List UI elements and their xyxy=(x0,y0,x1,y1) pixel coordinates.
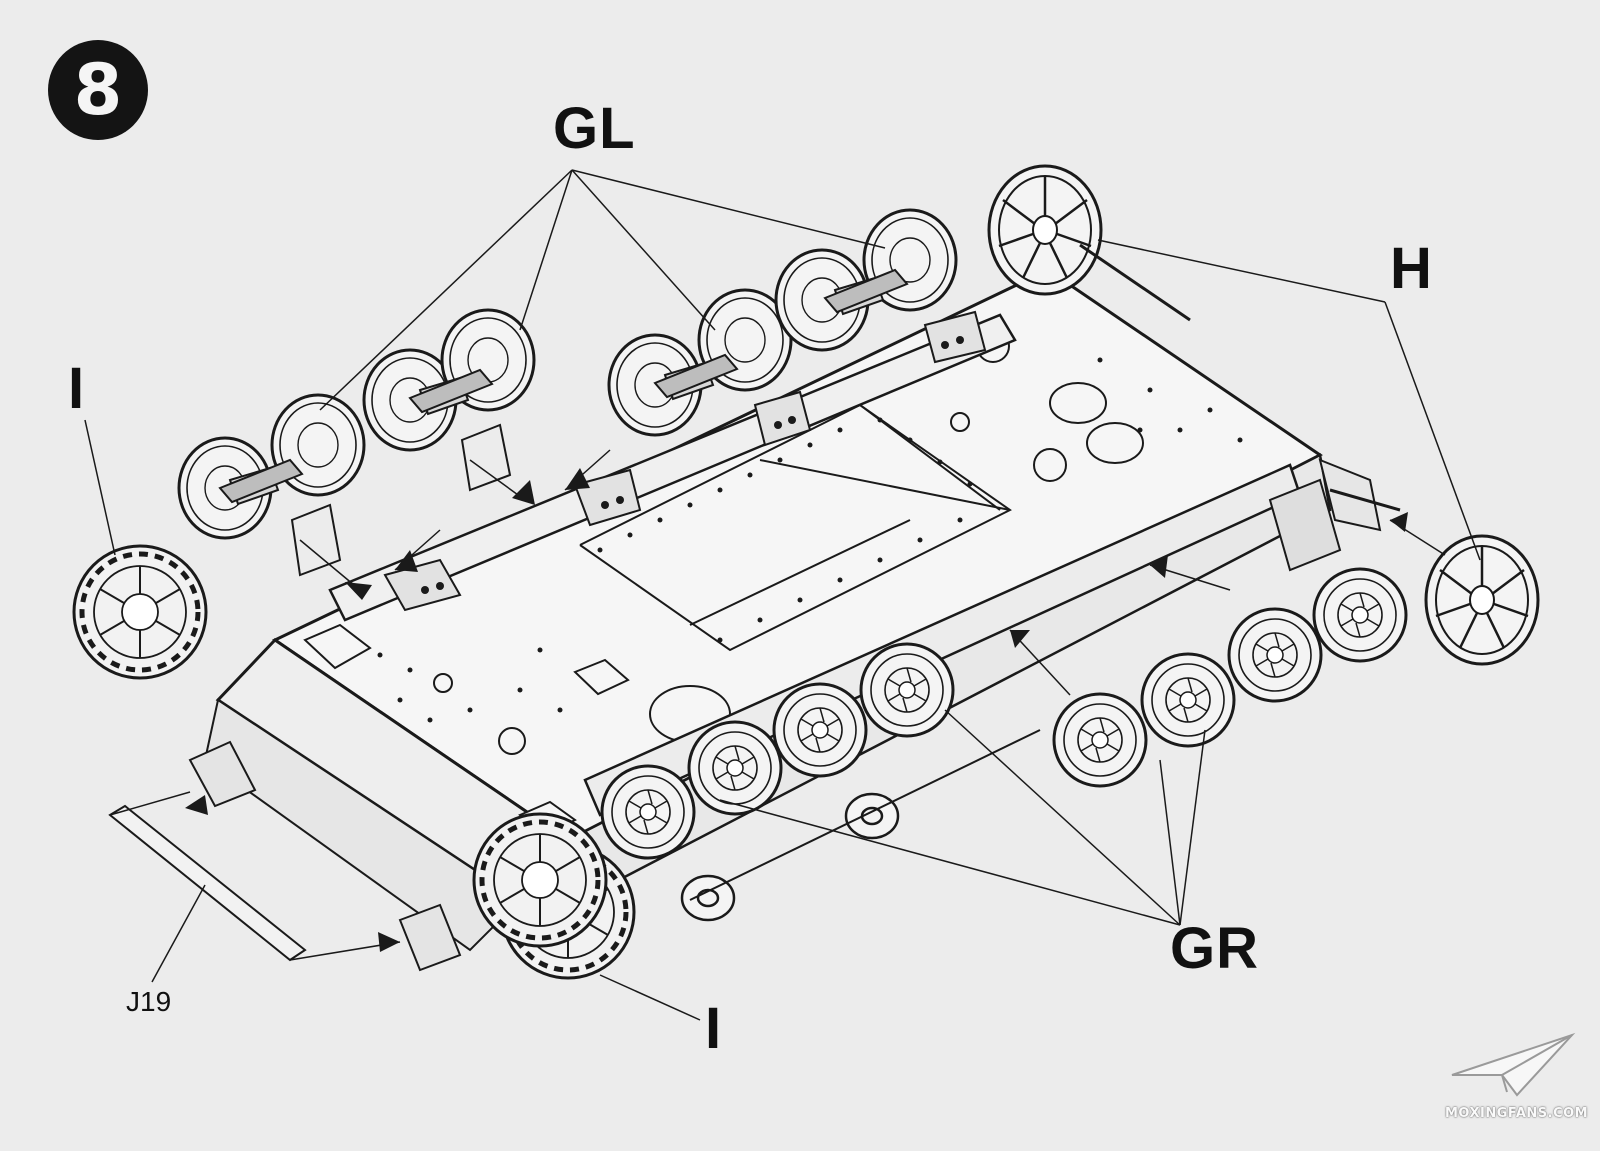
paper-plane-icon xyxy=(1451,1032,1576,1097)
callout-h: H xyxy=(1390,236,1432,301)
callout-gl: GL xyxy=(553,96,636,161)
step-number-badge: 8 xyxy=(48,40,148,140)
callout-gr: GR xyxy=(1170,916,1259,981)
callout-i-sprocket-front: I xyxy=(705,996,722,1061)
callout-j19-part: J19 xyxy=(126,986,172,1017)
watermark-text: MOXINGFANS.COM xyxy=(1445,1106,1589,1121)
callout-i-sprocket-left: I xyxy=(68,356,85,421)
